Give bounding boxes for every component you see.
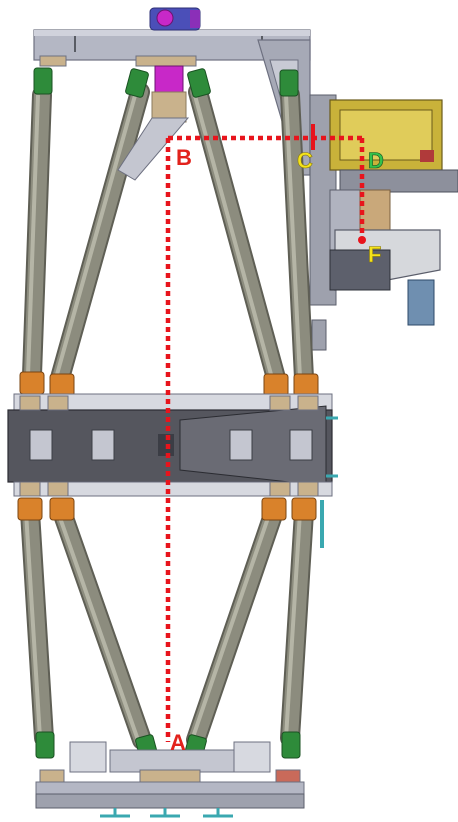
lower-strut-left-outer xyxy=(20,502,54,748)
lower-strut-left-inner xyxy=(52,502,152,750)
marker-f xyxy=(358,236,366,244)
top-motor xyxy=(149,7,201,123)
upper-struts xyxy=(19,67,319,397)
side-mechanism xyxy=(309,94,458,351)
upper-strut-right-inner xyxy=(188,82,286,388)
upper-strut-left-inner xyxy=(50,82,150,388)
lower-strut-right-outer xyxy=(280,502,314,748)
label-c: C xyxy=(297,148,313,173)
upper-strut-right-outer xyxy=(280,85,314,388)
label-f: F xyxy=(368,242,381,267)
lower-struts xyxy=(17,497,317,764)
upper-strut-left-outer xyxy=(22,85,52,385)
label-a: A xyxy=(170,730,186,755)
bottom-base xyxy=(35,741,305,818)
measurement-lines xyxy=(165,135,365,742)
lower-strut-right-inner xyxy=(186,502,284,750)
label-d: D xyxy=(368,148,384,173)
label-b: B xyxy=(176,145,192,170)
